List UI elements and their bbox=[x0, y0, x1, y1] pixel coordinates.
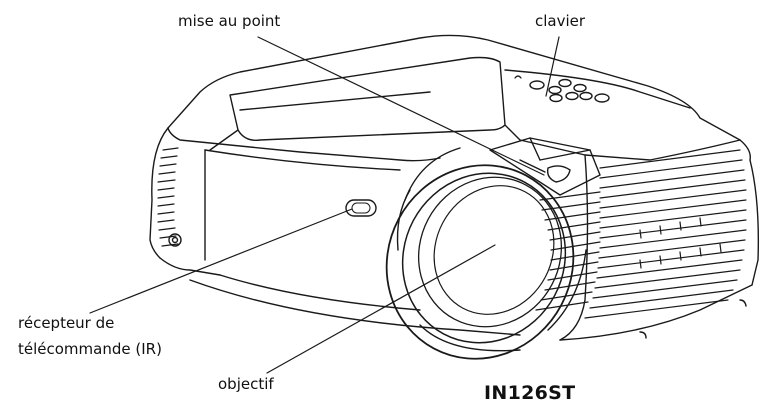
focus-mechanism bbox=[489, 137, 601, 196]
label-keypad: clavier bbox=[535, 12, 586, 30]
label-ir-receiver-line1: récepteur de bbox=[18, 314, 115, 332]
adjuster-foot bbox=[168, 233, 182, 247]
label-lens: objectif bbox=[218, 375, 274, 393]
leader-lens bbox=[266, 244, 496, 374]
right-vent-grille bbox=[584, 149, 747, 319]
model-number: IN126ST bbox=[484, 382, 576, 404]
right-foot bbox=[739, 299, 747, 307]
keypad bbox=[514, 75, 610, 103]
leader-lines bbox=[89, 36, 560, 374]
ir-receiver bbox=[345, 199, 377, 217]
label-ir-receiver-line2: télécommande (IR) bbox=[18, 340, 162, 358]
front-right-slats bbox=[535, 191, 601, 311]
leader-keypad bbox=[545, 36, 560, 97]
leader-ir bbox=[89, 208, 353, 314]
label-focus: mise au point bbox=[178, 12, 281, 30]
projector-body bbox=[149, 34, 760, 341]
leader-focus bbox=[257, 36, 545, 176]
left-vent-grille bbox=[157, 147, 179, 247]
lens-assembly bbox=[385, 147, 587, 360]
